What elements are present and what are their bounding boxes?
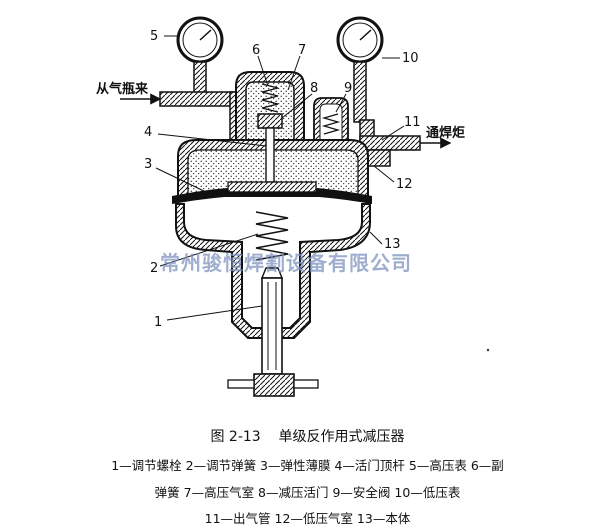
callout-1: 1 (154, 315, 162, 330)
callout-6: 6 (252, 43, 260, 58)
legend-line-2: 弹簧 7—高压气室 8—减压活门 9—安全阀 10—低压表 (154, 485, 461, 500)
callout-7: 7 (298, 43, 306, 58)
callout-3: 3 (144, 157, 152, 172)
legend-line-1: 1—调节螺栓 2—调节弹簧 3—弹性薄膜 4—活门顶杆 5—高压表 6—副 (111, 458, 504, 473)
high-pressure-gauge (176, 16, 224, 97)
callout-9: 9 (344, 81, 352, 96)
callout-8: 8 (310, 81, 318, 96)
inlet-pipe (159, 91, 245, 141)
callout-2: 2 (150, 261, 158, 276)
valve-stem (265, 127, 275, 183)
adjusting-handle (253, 373, 295, 397)
callout-10: 10 (402, 51, 419, 66)
safety-valve (313, 97, 349, 142)
callout-5: 5 (150, 29, 158, 44)
callout-4: 4 (144, 125, 152, 140)
leader-lines (155, 35, 405, 321)
outlet-label: 通焊炬 (426, 125, 465, 141)
callout-11: 11 (404, 115, 421, 130)
reducing-valve (257, 113, 283, 129)
elastic-diaphragm (172, 181, 372, 204)
inlet-label: 从气瓶来 (96, 81, 149, 97)
callout-13: 13 (384, 237, 401, 252)
regulator-body (175, 203, 371, 397)
callout-12: 12 (396, 177, 413, 192)
outlet-arrow: 通焊炬 (420, 125, 465, 149)
figure-title: 单级反作用式减压器 (278, 429, 405, 445)
regulator-diagram: 从气瓶来 通焊炬 1 2 3 4 5 6 7 8 9 10 11 12 13 (96, 16, 490, 397)
inlet-arrow: 从气瓶来 (96, 81, 162, 105)
adjusting-spring (255, 211, 289, 261)
figure-caption: 图 2-13 单级反作用式减压器 (0, 426, 615, 446)
watermark: 常州骏恒焊割设备有限公司 (160, 251, 412, 275)
legend-line-3: 11—出气管 12—低压气室 13—本体 (204, 511, 411, 526)
figure-number: 图 2-13 (210, 429, 261, 445)
auxiliary-spring (261, 83, 279, 113)
callout-numbers: 1 2 3 4 5 6 7 8 9 10 11 12 13 (144, 29, 421, 330)
adjusting-screw (261, 277, 283, 375)
